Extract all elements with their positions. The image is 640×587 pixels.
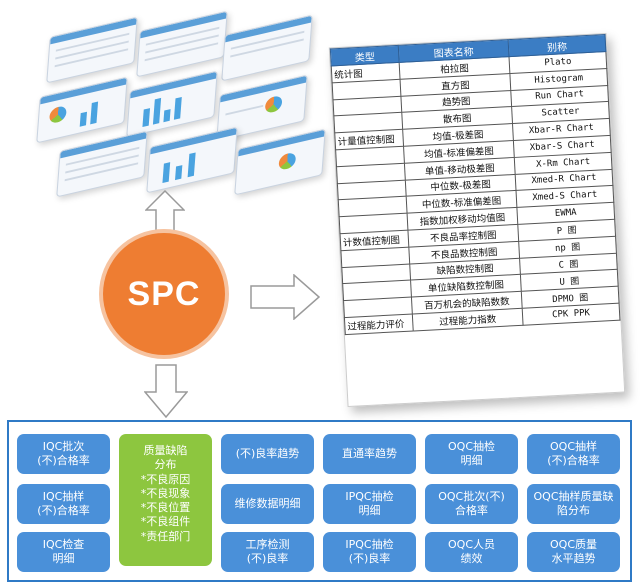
report-card[interactable]: IQC批次 (不)合格率 (17, 434, 110, 474)
app-screenshot (46, 16, 138, 84)
app-screenshot (146, 126, 238, 194)
app-screenshot (136, 10, 228, 78)
report-card[interactable]: IPQC抽检 (不)良率 (323, 532, 416, 572)
report-card[interactable]: IPQC抽检 明细 (323, 484, 416, 524)
cell-alias: CPK PPK (522, 303, 620, 325)
quality-defect-card[interactable]: 质量缺陷 分布 *不良原因 *不良现象 *不良位置 *不良组件 *责任部门 (119, 434, 212, 566)
report-card[interactable]: 工序检测 (不)良率 (221, 532, 314, 572)
report-card[interactable]: OQC抽样 (不)合格率 (527, 434, 620, 474)
app-screenshot (126, 70, 218, 138)
report-card[interactable]: OQC人员 绩效 (425, 532, 518, 572)
report-card[interactable]: IQC检查 明细 (17, 532, 110, 572)
report-card[interactable]: (不)良率趋势 (221, 434, 314, 474)
right-arrow-icon (250, 274, 320, 320)
app-screenshot (221, 14, 313, 82)
up-arrow-icon (145, 190, 185, 232)
report-card[interactable]: IQC抽样 (不)合格率 (17, 484, 110, 524)
spc-label: SPC (127, 274, 201, 313)
feature-panel: IQC批次 (不)合格率质量缺陷 分布 *不良原因 *不良现象 *不良位置 *不… (7, 420, 632, 582)
app-screenshot (234, 128, 326, 196)
report-card[interactable]: OQC抽样质量缺 陷分布 (527, 484, 620, 524)
report-card[interactable]: OQC质量 水平趋势 (527, 532, 620, 572)
spc-circle: SPC (103, 233, 225, 355)
report-card[interactable]: OQC批次(不) 合格率 (425, 484, 518, 524)
down-arrow-icon (144, 364, 188, 418)
report-card[interactable]: 直通率趋势 (323, 434, 416, 474)
report-card[interactable]: 维修数据明细 (221, 484, 314, 524)
app-screenshots-collage (20, 8, 326, 198)
app-screenshot (36, 76, 128, 144)
app-screenshot (56, 130, 148, 198)
cell-type: 过程能力评价 (344, 313, 414, 335)
report-card[interactable]: OQC抽检 明细 (425, 434, 518, 474)
